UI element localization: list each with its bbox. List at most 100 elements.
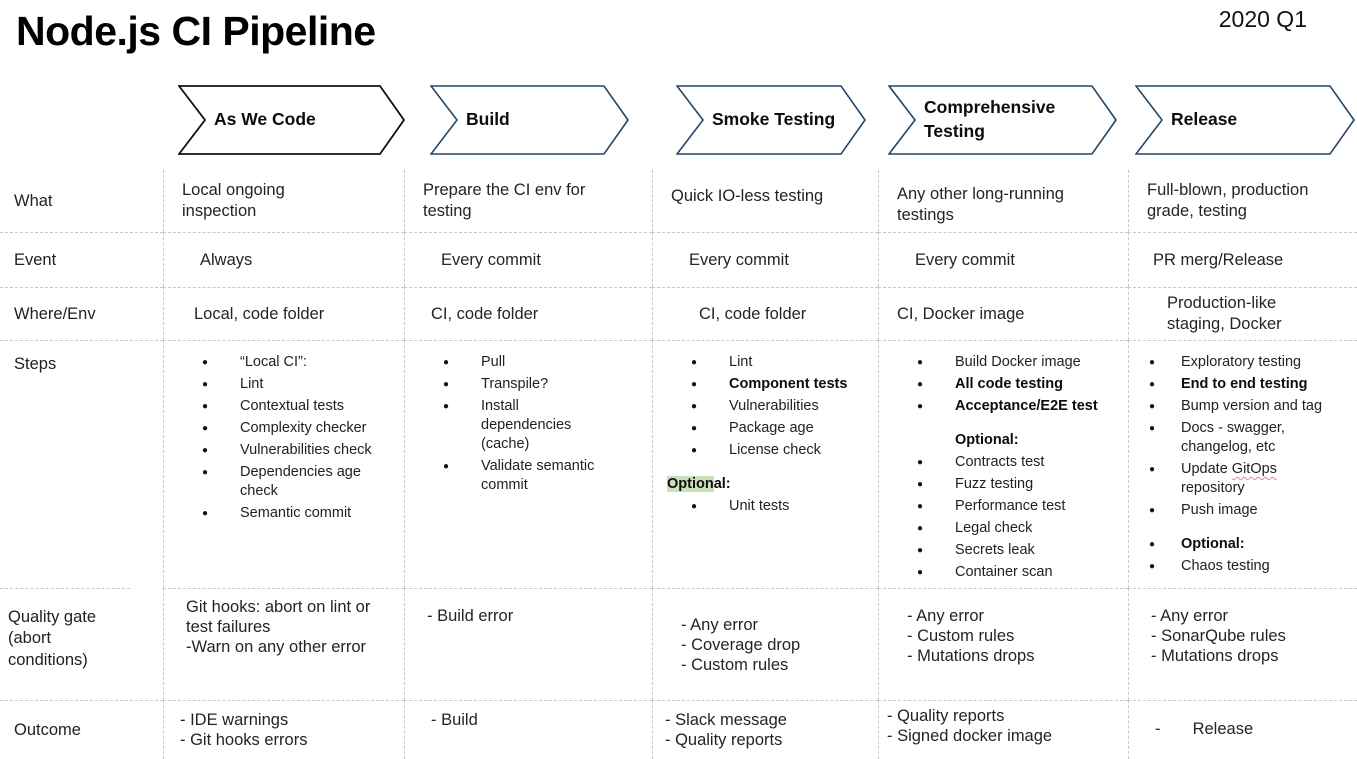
cell-event-release: PR merg/Release [1128, 232, 1357, 287]
cell-outcome-as-we-code: - IDE warnings - Git hooks errors [163, 700, 404, 759]
stage-chevron-build: Build [430, 85, 630, 155]
step-text: Contextual tests [240, 398, 344, 414]
row-label-outcome: Outcome [0, 700, 163, 759]
cell-event-comprehensive-testing: Every commit [878, 232, 1128, 287]
step-item: ● Push image [1143, 501, 1357, 520]
step-item: ●Secrets leak [893, 541, 1128, 560]
cell-quality-smoke-testing: - Any error - Coverage drop - Custom rul… [652, 588, 878, 700]
step-item: ●Install dependencies (cache) [419, 397, 652, 454]
step-text: Unit tests [729, 498, 790, 514]
step-item: ●Contextual tests [178, 397, 404, 416]
bullet-icon: ● [917, 523, 924, 534]
bullet-icon: ● [202, 423, 209, 434]
step-item: ●Transpile? [419, 375, 652, 394]
stage-label: As We Code [214, 109, 316, 130]
step-text: All code testing [955, 376, 1063, 392]
step-item: ●Fuzz testing [893, 475, 1128, 494]
cell-outcome-release: - Release [1128, 700, 1357, 759]
step-item: Optional: [955, 431, 1128, 450]
step-item: ●End to end testing [1143, 375, 1357, 394]
step-text: Vulnerabilities [729, 398, 819, 414]
step-text: Vulnerabilities check [240, 442, 372, 458]
row-label-what: What [14, 191, 53, 210]
step-item: ●Performance test [893, 497, 1128, 516]
cell-event-as-we-code: Always [163, 232, 404, 287]
page-title: Node.js CI Pipeline [16, 8, 376, 54]
bullet-icon: ● [1149, 539, 1156, 550]
step-text: Package age [729, 420, 814, 436]
step-item: ●License check [667, 441, 878, 460]
step-text: Exploratory testing [1181, 354, 1302, 370]
cell-outcome-comprehensive-testing: - Quality reports - Signed docker image [878, 700, 1128, 759]
bullet-icon: ● [202, 379, 209, 390]
stage-chevron-release: Release [1135, 85, 1356, 155]
step-text: Container scan [955, 564, 1053, 580]
bullet-icon: ● [917, 567, 924, 578]
step-text: Transpile? [481, 376, 549, 392]
row-label-event: Event [0, 232, 163, 287]
step-text: Semantic commit [240, 505, 352, 521]
bullet-icon: ● [917, 379, 924, 390]
cell-where-as-we-code: Local, code folder [163, 287, 404, 340]
step-text: Lint [729, 354, 753, 370]
step-item: ● Optional: [1143, 535, 1357, 554]
cell-what-smoke-testing: Quick IO-less testing [652, 170, 878, 232]
cell-steps-release: ● Exploratory testing ●End to end testing ●… [1128, 340, 1357, 588]
step-item: ● Package age [667, 419, 878, 438]
cell-steps-as-we-code: ●“Local CI”:●Lint●Contextual tests●Compl… [163, 340, 404, 588]
step-text: Optional: [955, 432, 1019, 448]
row-label-steps: Steps [0, 340, 163, 588]
step-text: Complexity checker [240, 420, 367, 436]
step-item: ●Pull [419, 353, 652, 372]
step-text: Lint [240, 376, 264, 392]
step-text: Validate semantic commit [481, 458, 595, 493]
stage-label: Smoke Testing [712, 109, 836, 130]
bullet-icon: ● [917, 457, 924, 468]
bullet-icon: ● [691, 401, 698, 412]
bullet-icon: ● [691, 379, 698, 390]
step-text: Dependencies age check [240, 464, 361, 499]
step-item: Optional: [667, 475, 878, 494]
step-item: ● Exploratory testing [1143, 353, 1357, 372]
step-text: “Local CI”: [240, 354, 307, 370]
cell-text: Prepare the CI env for testing [423, 181, 586, 220]
stage-chevron-smoke-testing: Smoke Testing [676, 85, 867, 155]
cell-what-as-we-code: Local ongoing inspection [163, 170, 404, 232]
bullet-icon: ● [691, 445, 698, 456]
step-item: ●Legal check [893, 519, 1128, 538]
bullet-icon: ● [691, 423, 698, 434]
bullet-icon: ● [1149, 505, 1156, 516]
step-text: Contracts test [955, 454, 1045, 470]
step-text: Optional: [1181, 536, 1245, 552]
bullet-icon: ● [917, 357, 924, 368]
cell-what-comprehensive-testing: Any other long-running testings [878, 170, 1128, 232]
cell-text: Git hooks: abort on lint or test failure… [186, 598, 371, 657]
pipeline-table: What Local ongoing inspection Prepare th… [0, 170, 1357, 759]
chevron-arrow-icon [178, 85, 406, 155]
step-item: ● Container scan [893, 563, 1128, 582]
step-text: Acceptance/E2E test [955, 398, 1098, 414]
bullet-icon: ● [691, 501, 698, 512]
bullet-icon: ● [443, 461, 450, 472]
step-item: ● Lint [178, 375, 404, 394]
step-item: ● All code testing [893, 375, 1128, 394]
cell-event-build: Every commit [404, 232, 652, 287]
step-item: ●Update GitOps repository [1143, 460, 1357, 498]
stage-chevron-comprehensive-testing: Comprehensive Testing [888, 85, 1118, 155]
bullet-icon: ● [1149, 357, 1156, 368]
step-text: Push image [1181, 502, 1258, 518]
stage-chevron-as-we-code: As We Code [178, 85, 406, 155]
step-item: ●Docs - swagger, changelog, etc [1143, 419, 1357, 457]
step-item: ●Dependencies age check [178, 463, 404, 501]
bullet-icon: ● [202, 445, 209, 456]
step-text: Component tests [729, 376, 848, 392]
step-item: ●“Local CI”: [178, 353, 404, 372]
step-item: ● Vulnerabilities check [178, 441, 404, 460]
step-text: Bump version and tag [1181, 398, 1323, 414]
step-item: ●Semantic commit [178, 504, 404, 523]
cell-steps-comprehensive-testing: ●Build Docker image●All code testing●Acc… [878, 340, 1128, 588]
bullet-icon: ● [917, 401, 924, 412]
bullet-icon: ● [443, 401, 450, 412]
bullet-icon: ● [1149, 561, 1156, 572]
